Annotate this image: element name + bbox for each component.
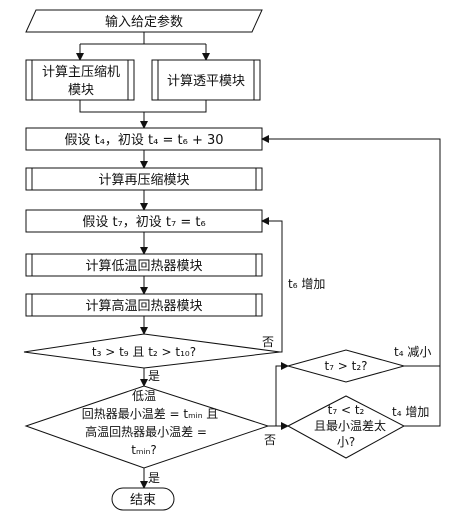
low-temp-rec-text: 计算低温回热器模块 bbox=[85, 259, 202, 274]
assume-t7-text: 假设 t₇，初设 t₇ = t₆ bbox=[82, 215, 205, 230]
recompress-text: 计算再压缩模块 bbox=[98, 172, 189, 188]
decision2-text-3: 高温回热器最小温差 = bbox=[85, 424, 207, 439]
decision4-text-1: t₇ < t₂ bbox=[328, 403, 365, 417]
label-t4-decrease: t₄ 减小 bbox=[394, 345, 431, 359]
branch-no2 bbox=[268, 362, 289, 427]
label-yes2: 是 bbox=[148, 471, 160, 485]
loop-t6-increase bbox=[261, 217, 283, 353]
end-terminator bbox=[111, 487, 175, 511]
label-t4-increase: t₄ 增加 bbox=[392, 405, 429, 419]
main-compressor-text-2: 模块 bbox=[68, 83, 94, 98]
decision4-text-3: 小? bbox=[337, 435, 355, 449]
label-yes1: 是 bbox=[148, 369, 160, 383]
end-text: 结束 bbox=[130, 493, 156, 508]
throttle-box bbox=[151, 59, 261, 101]
assume-t4-text: 假设 t₄，初设 t₄ = t₆ + 30 bbox=[64, 133, 223, 148]
main-compressor-text-1: 计算主压缩机 bbox=[42, 64, 120, 80]
label-no2: 否 bbox=[264, 433, 276, 447]
loop-t4-lower bbox=[404, 366, 441, 427]
decision2-text-1: 低温 bbox=[132, 389, 156, 403]
loop-t4 bbox=[261, 135, 441, 367]
input-text: 输入给定参数 bbox=[105, 14, 183, 30]
decision2-text-2: 回热器最小温差 = tₘᵢₙ 且 bbox=[82, 407, 219, 421]
high-temp-rec-text: 计算高温回热器模块 bbox=[85, 298, 202, 314]
split-connector bbox=[80, 32, 206, 45]
throttle-text: 计算透平模块 bbox=[167, 74, 245, 89]
merge-connector bbox=[79, 100, 207, 128]
decision1-text: t₃ > t₉ 且 t₂ > t₁₀? bbox=[92, 345, 196, 359]
label-no1: 否 bbox=[262, 335, 274, 349]
label-t6-increase: t₆ 增加 bbox=[288, 277, 325, 291]
input-shape bbox=[25, 9, 263, 33]
main-compressor-box bbox=[25, 59, 135, 101]
decision3-text: t₇ > t₂? bbox=[324, 359, 367, 373]
decision4-text-2: 且最小温差太 bbox=[314, 418, 386, 433]
decision2-text-4: tₘᵢₙ? bbox=[131, 443, 156, 457]
